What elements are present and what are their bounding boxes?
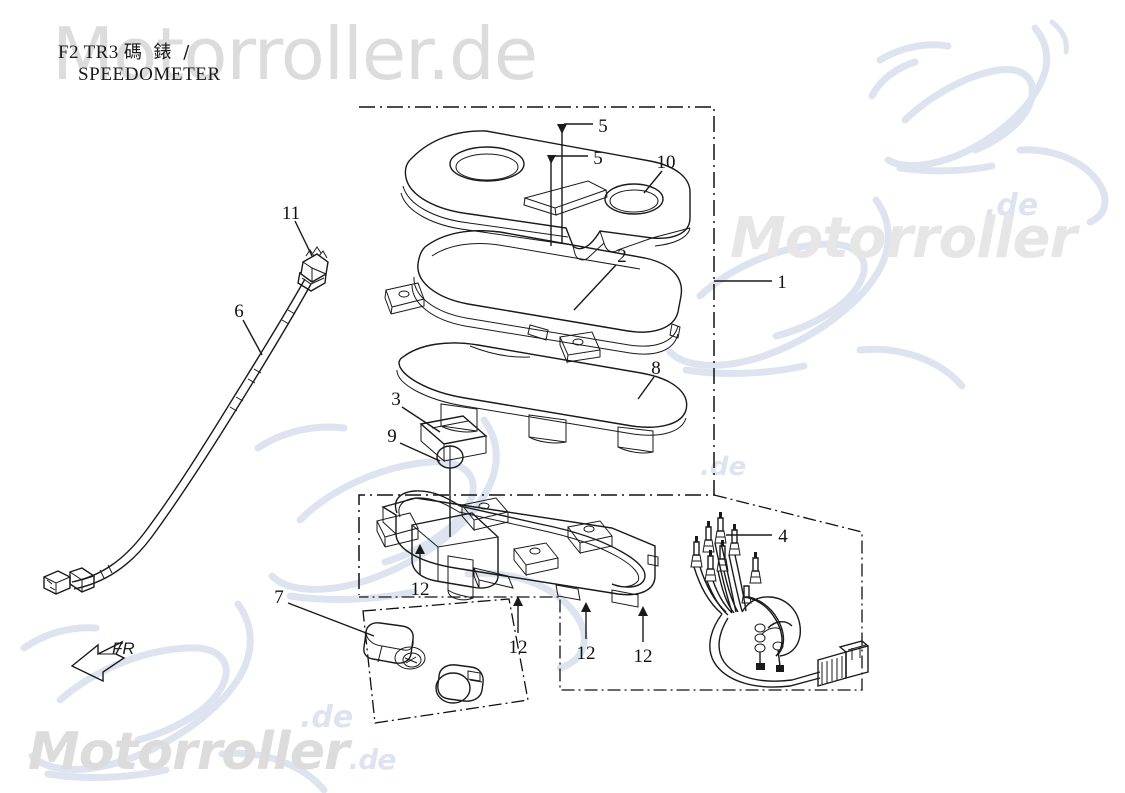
upper-cover-part-10 <box>400 130 691 261</box>
callout-5-upper: 5 <box>598 116 608 137</box>
callout-6: 6 <box>234 301 244 322</box>
title-english: SPEEDOMETER <box>78 64 221 86</box>
callout-2: 2 <box>617 246 627 267</box>
callout-10: 10 <box>657 152 676 173</box>
callout-leaders <box>242 123 772 637</box>
title-model-code: F2 TR3 <box>58 42 119 63</box>
cable-lower-fitting <box>43 567 95 595</box>
callout-1: 1 <box>777 272 787 293</box>
lens-part-8 <box>396 342 688 454</box>
leader-9 <box>399 442 441 462</box>
leader-11 <box>294 220 313 257</box>
leader-8 <box>637 376 655 400</box>
screws-part-5 <box>547 124 567 246</box>
direction-arrow-fr <box>70 640 126 683</box>
callout-8: 8 <box>651 358 661 379</box>
callout-4: 4 <box>778 526 788 547</box>
scooter-watermark-top-right <box>868 19 1109 226</box>
base-screw-markers-part-12 <box>415 544 648 642</box>
assembly-boundary-harness <box>359 494 863 691</box>
callout-7: 7 <box>274 587 284 608</box>
callout-5-lower: 5 <box>593 148 603 169</box>
leader-6 <box>242 319 263 356</box>
base-plate-part-1 <box>376 490 659 608</box>
title-line-primary: F2 TR3 碼 錶 / <box>58 42 221 64</box>
wire-harness-part-4 <box>690 512 869 688</box>
callout-12-a: 12 <box>411 579 430 600</box>
rubber-block-part-3 <box>419 415 488 463</box>
callout-11: 11 <box>282 203 300 224</box>
callout-12-c: 12 <box>577 643 596 664</box>
title-cjk: 碼 錶 / <box>123 42 193 63</box>
leader-10 <box>643 170 663 194</box>
speedometer-body-part-2 <box>384 229 683 364</box>
callout-12-d: 12 <box>634 646 653 667</box>
leader-7 <box>287 602 375 637</box>
scooter-watermark-mid-right <box>666 196 966 390</box>
bulb-socket-detail-part-7 <box>362 598 529 724</box>
callout-12-b: 12 <box>509 637 528 658</box>
cable-nut-part-11 <box>297 246 329 292</box>
fr-marker-label: FR <box>112 639 135 658</box>
callout-9: 9 <box>387 426 397 447</box>
leader-3 <box>401 406 441 433</box>
title-block: F2 TR3 碼 錶 / SPEEDOMETER <box>58 42 221 87</box>
leader-2 <box>573 264 617 311</box>
speedometer-cable-part-6 <box>43 246 329 595</box>
callout-3: 3 <box>391 389 401 410</box>
